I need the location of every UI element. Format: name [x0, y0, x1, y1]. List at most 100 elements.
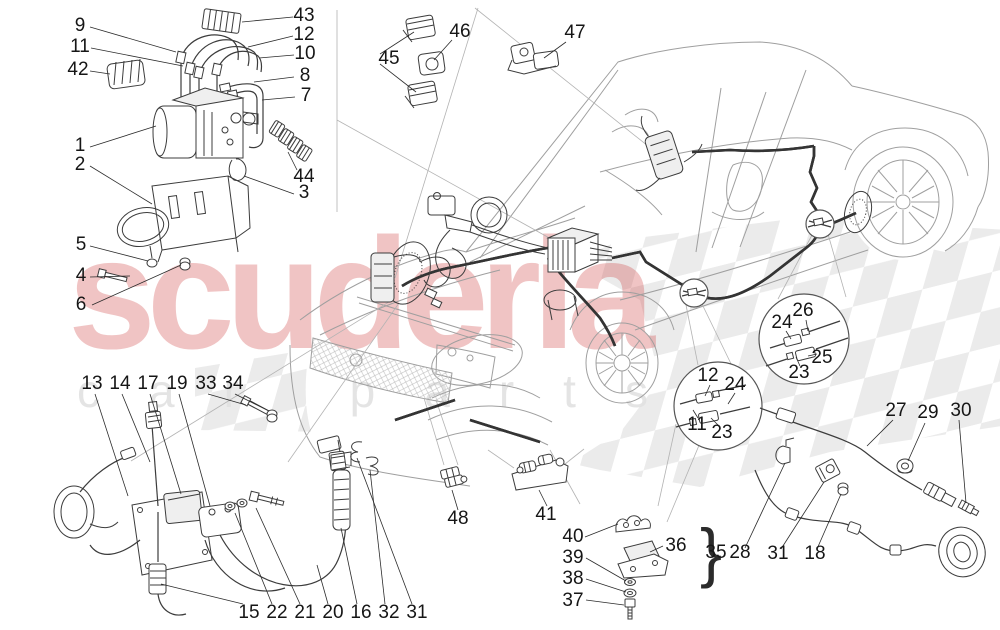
part-label-20-38: 20	[322, 602, 343, 623]
clip-32	[365, 456, 379, 476]
car-body-fills	[305, 42, 986, 487]
bolt-21	[248, 490, 285, 506]
clip-31	[350, 441, 363, 463]
part-label-7-12: 7	[301, 85, 312, 106]
detail-circles	[673, 209, 850, 451]
detail-clip-48	[440, 466, 468, 488]
hose-end-fitting	[923, 481, 957, 508]
part-label-15-35: 15	[238, 602, 259, 623]
part-label-27-26: 27	[885, 400, 906, 421]
part-label-17-31: 17	[137, 373, 158, 394]
part-label-5-5: 5	[76, 234, 87, 255]
part-label-11-1: 11	[70, 36, 90, 57]
detail-mounting-kit: }	[615, 515, 722, 620]
detail-rear-hose-assembly	[754, 407, 986, 578]
clip-40	[615, 515, 651, 533]
part-label-9-0: 9	[75, 15, 86, 36]
part-label-14-30: 14	[109, 373, 131, 394]
rear-disc	[843, 190, 873, 234]
clamp-31	[815, 458, 841, 483]
part-label-2-4: 2	[75, 154, 86, 175]
part-label-44-13: 44	[293, 166, 315, 187]
part-label-19-32: 19	[166, 373, 187, 394]
part-label-24-19: 24	[771, 312, 793, 333]
in-car-abs-unit	[543, 227, 613, 321]
part-label-18-52: 18	[804, 543, 825, 564]
part-label-34-34: 34	[222, 373, 244, 394]
part-label-22-36: 22	[266, 602, 287, 623]
part-label-11-24: 11	[687, 414, 707, 435]
rear-wheel-spokes	[867, 160, 939, 244]
front-wheel-spokes	[596, 333, 648, 393]
brake-booster	[427, 192, 549, 279]
part-label-36-48: 36	[665, 535, 686, 556]
part-label-23-21: 23	[788, 362, 809, 383]
washer-38	[623, 588, 637, 598]
kit-brace: }	[700, 515, 722, 589]
part-label-46-16: 46	[449, 21, 470, 42]
seal-part-3	[228, 158, 247, 181]
relay-part-43	[201, 8, 242, 34]
part-label-35-49: 35	[705, 542, 726, 563]
clip-28	[775, 437, 795, 465]
part-label-8-11: 8	[300, 65, 311, 86]
part-label-38-46: 38	[562, 568, 583, 589]
bolt-part-4	[96, 268, 128, 283]
part-label-26-18: 26	[792, 300, 813, 321]
clip-part-42	[106, 58, 146, 90]
part-label-31-51: 31	[767, 543, 788, 564]
pipe-14	[151, 424, 159, 507]
part-label-42-2: 42	[67, 59, 88, 80]
in-car-brake-system	[370, 115, 873, 444]
abs-pump-unit	[152, 87, 259, 159]
part-label-30-28: 30	[950, 400, 971, 421]
washers-22	[224, 498, 248, 511]
front-caliper-disc	[370, 241, 451, 309]
connector	[316, 435, 342, 454]
detail-front-hose-assembly	[53, 394, 379, 616]
bracket-17	[163, 489, 203, 525]
tube-nuts	[175, 50, 239, 99]
trident-badge	[349, 353, 363, 367]
part-label-25-20: 25	[811, 347, 832, 368]
part-label-3-14: 3	[299, 182, 310, 203]
label-leader-lines	[89, 16, 967, 606]
part-label-28-50: 28	[729, 542, 750, 563]
part-label-31-41: 31	[406, 602, 427, 623]
detail-abs-unit	[96, 8, 313, 283]
seal-ring	[53, 485, 119, 539]
clamp-ring-5	[116, 207, 170, 268]
part-label-10-10: 10	[294, 43, 315, 64]
nut-18	[837, 482, 849, 496]
clip-45-lower	[404, 80, 438, 109]
part-label-13-29: 13	[81, 373, 102, 394]
grommet-29	[896, 458, 914, 474]
car-outline	[289, 41, 989, 487]
rear-wheel	[844, 127, 969, 258]
part-label-47-17: 47	[564, 22, 585, 43]
detail-bracket-41	[511, 453, 569, 491]
bolt-37	[624, 598, 636, 620]
part-label-12-9: 12	[293, 24, 314, 45]
mounting-bracket-2	[151, 175, 251, 263]
washer-39	[624, 578, 636, 586]
part-label-23-25: 23	[711, 422, 732, 443]
part-label-41-43: 41	[535, 504, 556, 525]
front-union-fittings	[675, 384, 751, 428]
hoses	[89, 469, 347, 616]
part-label-37-47: 37	[562, 590, 583, 611]
bleeder-30	[957, 499, 980, 517]
detail-pipe-clips	[402, 14, 560, 109]
front-wheel	[585, 322, 659, 404]
brake-tubes-top	[180, 34, 264, 149]
part-label-6-7: 6	[76, 294, 87, 315]
clip-45-upper	[402, 14, 436, 43]
part-label-39-45: 39	[562, 547, 583, 568]
rear-union-fittings	[765, 320, 849, 367]
part-label-33-33: 33	[195, 373, 216, 394]
rear-caliper	[635, 115, 703, 191]
detail-circle-rear-unions	[758, 293, 850, 385]
